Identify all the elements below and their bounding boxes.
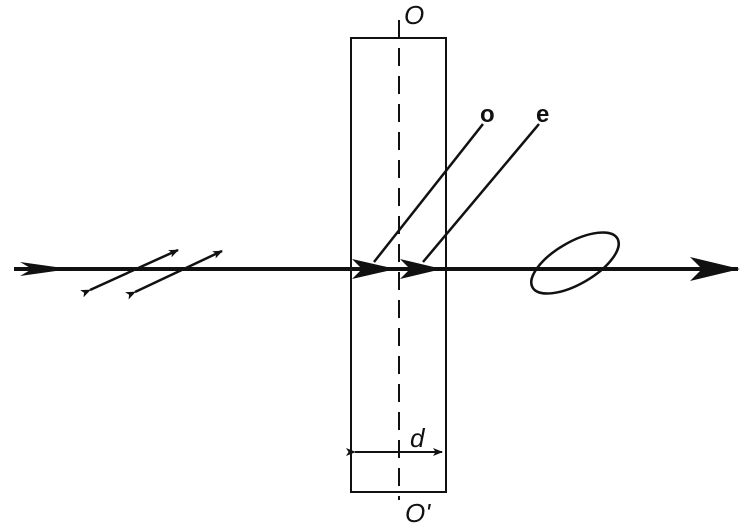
beam-arrow-o xyxy=(352,259,396,279)
beam-arrow-outgoing xyxy=(690,257,740,281)
axis-label-bottom: O' xyxy=(405,498,431,526)
beam-arrow-incoming xyxy=(20,262,70,276)
elliptical-polarization xyxy=(530,231,620,295)
ray-o-leader xyxy=(373,123,484,263)
ray-label-o: o xyxy=(480,101,495,128)
ray-label-e: e xyxy=(536,101,549,128)
polarization-double-arrow xyxy=(125,249,223,300)
beam-arrow-e xyxy=(400,259,442,279)
axis-label-top: O xyxy=(404,0,424,30)
ray-e-leader xyxy=(422,123,540,263)
thickness-label: d xyxy=(410,423,426,453)
